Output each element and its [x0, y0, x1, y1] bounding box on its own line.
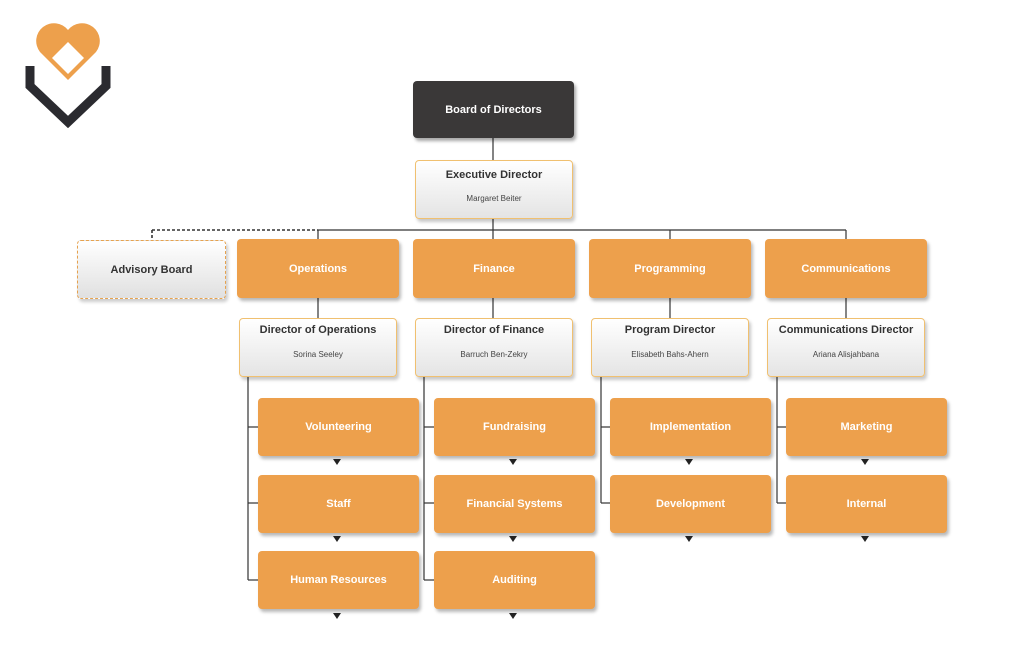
unit-implementation[interactable]: Implementation	[610, 398, 771, 456]
unit-human-resources[interactable]: Human Resources	[258, 551, 419, 609]
director-name: Elisabeth Bahs-Ahern	[631, 350, 709, 359]
director-role: Communications Director	[778, 324, 914, 336]
expand-arrow-icon[interactable]	[509, 459, 517, 465]
director-communications-box[interactable]: Communications Director Ariana Alisjahba…	[767, 318, 925, 377]
expand-arrow-icon[interactable]	[685, 459, 693, 465]
unit-volunteering[interactable]: Volunteering	[258, 398, 419, 456]
expand-arrow-icon[interactable]	[685, 536, 693, 542]
advisory-label: Advisory Board	[110, 263, 193, 276]
unit-label: Staff	[326, 498, 351, 510]
advisory-board-box[interactable]: Advisory Board	[77, 240, 226, 299]
director-role: Program Director	[624, 324, 716, 336]
department-label: Communications	[801, 262, 891, 275]
unit-label: Implementation	[649, 421, 732, 433]
unit-label: Human Resources	[290, 574, 387, 586]
department-label: Finance	[473, 262, 515, 275]
department-label: Programming	[634, 262, 706, 275]
expand-arrow-icon[interactable]	[861, 536, 869, 542]
heart-diamond-logo-icon	[25, 23, 111, 128]
director-programming-box[interactable]: Program Director Elisabeth Bahs-Ahern	[591, 318, 749, 377]
unit-internal[interactable]: Internal	[786, 475, 947, 533]
expand-arrow-icon[interactable]	[509, 613, 517, 619]
director-role: Director of Operations	[259, 324, 377, 336]
unit-development[interactable]: Development	[610, 475, 771, 533]
department-operations[interactable]: Operations	[237, 239, 399, 298]
expand-arrow-icon[interactable]	[333, 613, 341, 619]
director-finance-box[interactable]: Director of Finance Barruch Ben-Zekry	[415, 318, 573, 377]
board-label: Board of Directors	[445, 103, 542, 116]
executive-role: Executive Director	[445, 169, 543, 181]
expand-arrow-icon[interactable]	[861, 459, 869, 465]
department-label: Operations	[288, 262, 348, 275]
executive-director-box[interactable]: Executive Director Margaret Beiter	[415, 160, 573, 219]
unit-fundraising[interactable]: Fundraising	[434, 398, 595, 456]
department-finance[interactable]: Finance	[413, 239, 575, 298]
unit-label: Internal	[846, 498, 887, 510]
unit-label: Fundraising	[483, 421, 546, 433]
department-programming[interactable]: Programming	[589, 239, 751, 298]
expand-arrow-icon[interactable]	[333, 536, 341, 542]
director-operations-box[interactable]: Director of Operations Sorina Seeley	[239, 318, 397, 377]
unit-financial-systems[interactable]: Financial Systems	[434, 475, 595, 533]
department-communications[interactable]: Communications	[765, 239, 927, 298]
unit-label: Auditing	[492, 574, 537, 586]
unit-label: Marketing	[840, 421, 893, 433]
unit-label: Development	[655, 498, 726, 510]
unit-label: Volunteering	[305, 421, 372, 433]
unit-auditing[interactable]: Auditing	[434, 551, 595, 609]
unit-staff[interactable]: Staff	[258, 475, 419, 533]
board-of-directors-box[interactable]: Board of Directors	[413, 81, 574, 138]
director-name: Sorina Seeley	[293, 350, 343, 359]
expand-arrow-icon[interactable]	[509, 536, 517, 542]
director-name: Ariana Alisjahbana	[812, 350, 880, 359]
director-role: Director of Finance	[443, 324, 545, 336]
unit-marketing[interactable]: Marketing	[786, 398, 947, 456]
unit-label: Financial Systems	[466, 498, 563, 510]
expand-arrow-icon[interactable]	[333, 459, 341, 465]
executive-name: Margaret Beiter	[466, 194, 522, 203]
director-name: Barruch Ben-Zekry	[460, 350, 528, 359]
